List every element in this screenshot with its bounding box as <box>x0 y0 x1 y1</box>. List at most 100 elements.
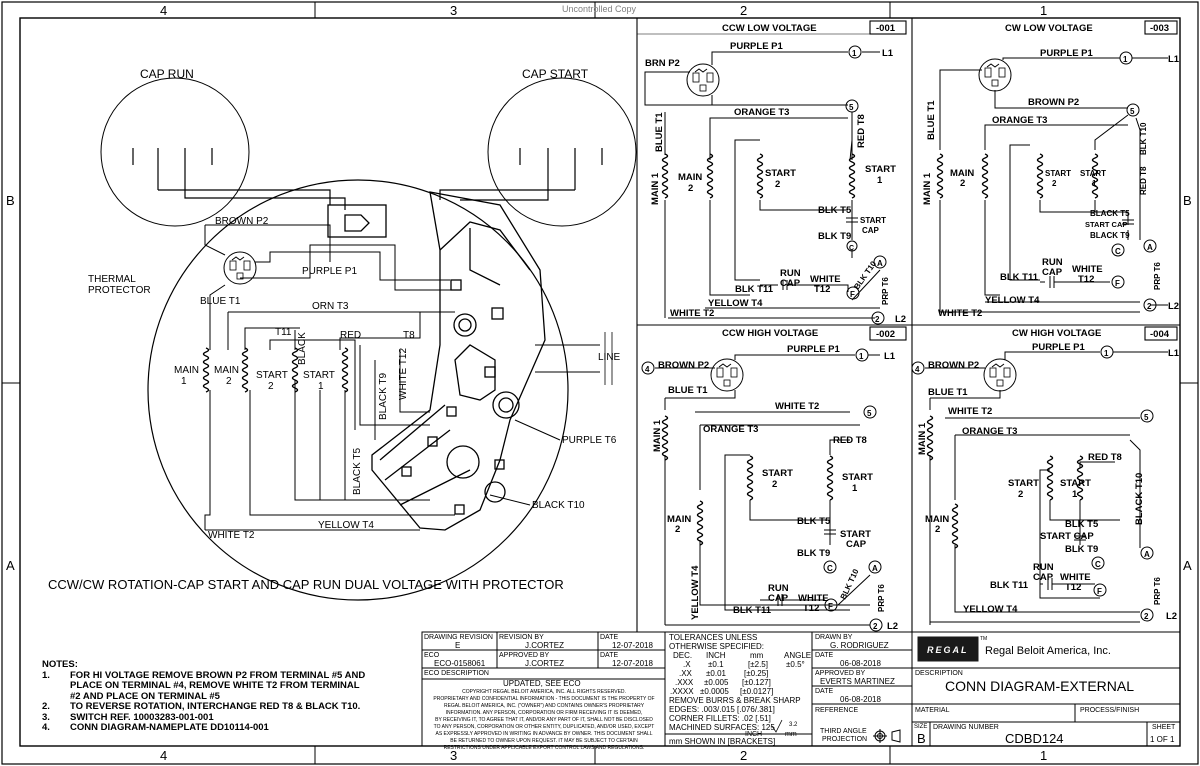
p003-run-cap-b: CAP <box>1042 267 1063 278</box>
drawn-date-label: DATE <box>815 652 834 659</box>
p004-main2-b: 2 <box>935 524 940 535</box>
p002-prp-t6: PRP T6 <box>877 584 886 612</box>
tol-row-1-mm: [±2.5] <box>748 660 768 669</box>
eco-value: ECO-0158061 <box>434 659 486 668</box>
p002-main2-b: 2 <box>675 524 680 535</box>
p002-l1: L1 <box>884 351 896 362</box>
black-label: BLACK <box>297 332 308 365</box>
note-4-line-1: CONN DIAGRAM-NAMEPLATE DD10114-001 <box>70 722 269 733</box>
drawn-by-value: G. RODRIGUEZ <box>830 641 889 650</box>
approved-date-label: DATE <box>600 652 619 659</box>
main1-label-b: 1 <box>181 376 187 387</box>
p003-main2-a: MAIN <box>950 168 974 179</box>
p004-run-cap-b: CAP <box>1033 572 1054 583</box>
copyright-line-1: COPYRIGHT REGAL BELOIT AMERICA, INC. ALL… <box>462 689 626 695</box>
title-block-grid <box>421 631 1181 747</box>
p001-main1: MAIN 1 <box>650 172 661 205</box>
note-1-line-3: #2 AND PLACE ON TERMINAL #5 <box>70 690 220 702</box>
logo-text: REGAL <box>927 645 969 655</box>
p002-brown-p2: BROWN P2 <box>658 360 709 371</box>
p003-blk-t11: BLK T11 <box>1000 272 1039 283</box>
watermark: Uncontrolled Copy <box>562 4 637 14</box>
cap-run-label: CAP RUN <box>140 67 194 81</box>
p002-blk-t9: BLK T9 <box>797 548 830 559</box>
t8-label: T8 <box>403 330 415 341</box>
blue-t1-label: BLUE T1 <box>200 296 241 307</box>
note-3-line-1: SWITCH REF. 10003283-001-001 <box>70 711 214 723</box>
zone-top-2: 2 <box>740 3 747 18</box>
p002-tf: F <box>828 602 833 611</box>
p001-white-t12-a: WHITE <box>810 274 841 285</box>
p002-start2-b: 2 <box>772 479 777 490</box>
p001-white-t2: WHITE T2 <box>670 308 714 319</box>
p003-start-cap: START CAP <box>1085 220 1127 229</box>
start2-label-a: START <box>256 370 288 381</box>
p002-blk-t11: BLK T11 <box>733 605 772 616</box>
p003-prp-t6: PRP T6 <box>1153 262 1162 290</box>
p002-t4: 4 <box>645 365 650 374</box>
p004-prp-t6: PRP T6 <box>1153 577 1162 605</box>
switch-block <box>327 191 546 531</box>
start1-label-a: START <box>303 370 335 381</box>
tol-angle-value: ±0.5° <box>786 660 805 669</box>
p002-start-cap-a: START <box>840 529 871 540</box>
p004-blk-t9: BLK T9 <box>1065 544 1098 555</box>
zone-top-4: 4 <box>160 3 167 18</box>
drawing-revision-label: DRAWING REVISION <box>424 634 493 641</box>
p003-orange-t3: ORANGE T3 <box>992 115 1047 126</box>
p001-main2-b: 2 <box>688 183 693 194</box>
p001-tf: F <box>850 290 855 299</box>
note-1-line-2: PLACE ON TERMINAL #4, REMOVE WHITE T2 FR… <box>70 680 360 691</box>
approved-by2-value: EVERTS MARTINEZ <box>820 677 895 686</box>
p002-code: -002 <box>876 329 895 340</box>
purple-t6-label: PURPLE T6 <box>562 435 617 446</box>
tol-row-2-inch: ±0.01 <box>706 669 726 678</box>
p003-code: -003 <box>1150 23 1169 34</box>
p003-start1-b: 1 <box>1092 179 1097 188</box>
mm-shown: mm SHOWN IN [BRACKETS] <box>669 737 776 746</box>
copyright-block: COPYRIGHT REGAL BELOIT AMERICA, INC. ALL… <box>430 689 658 752</box>
p001-start2-b: 2 <box>775 179 780 190</box>
size-value: B <box>917 731 926 746</box>
p003-black-t5: BLACK T5 <box>1090 209 1130 218</box>
p004-white-t12-a: WHITE <box>1060 572 1091 583</box>
size-label: SIZE <box>914 724 928 730</box>
tolerances-label-2: OTHERWISE SPECIFIED: <box>669 642 764 651</box>
p002-orange-t3: ORANGE T3 <box>703 424 758 435</box>
p002-blk-t10: BLK T10 <box>839 567 861 601</box>
company-name: Regal Beloit America, Inc. <box>985 645 1111 657</box>
p004-t1: 1 <box>1104 349 1109 358</box>
p001-blk-t5: BLK T5 <box>818 205 852 216</box>
p001-start1-a: START <box>865 164 896 175</box>
tolerances-label-1: TOLERANCES UNLESS <box>669 633 758 642</box>
p001-prp-t6: PRP T6 <box>881 277 890 305</box>
revision-date-label: DATE <box>600 634 619 641</box>
p003-start2-b: 2 <box>1052 179 1057 188</box>
p004-purple-p1: PURPLE P1 <box>1032 342 1086 353</box>
zone-bottom-3: 3 <box>450 748 457 763</box>
p003-main2-b: 2 <box>960 178 965 189</box>
zone-right-a: A <box>1183 558 1192 573</box>
p004-start1-b: 1 <box>1072 489 1078 500</box>
zone-bottom-2: 2 <box>740 748 747 763</box>
purple-p1-label: PURPLE P1 <box>302 266 357 277</box>
p003-white-t12-b: T12 <box>1078 274 1094 285</box>
black-t9-label: BLACK T9 <box>378 373 389 420</box>
p001-t1: 1 <box>852 49 857 58</box>
drawn-date-value: 06-08-2018 <box>840 659 881 668</box>
p002-white-t12-b: T12 <box>803 603 819 614</box>
zone-top-1: 1 <box>1040 3 1047 18</box>
yellow-t4-label: YELLOW T4 <box>318 520 374 531</box>
drawn-by-label: DRAWN BY <box>815 634 853 641</box>
revision-date-value: 12-07-2018 <box>612 641 653 650</box>
p001-t2: 2 <box>875 315 880 324</box>
p002-purple-p1: PURPLE P1 <box>787 344 841 355</box>
panel-ccw-high: CCW HIGH VOLTAGE -002 4 1 <box>641 328 898 632</box>
thermal-protector-label-1: THERMAL <box>88 274 136 285</box>
p002-tc: C <box>827 564 833 573</box>
p004-t4: 4 <box>915 365 920 374</box>
white-t2-label: WHITE T2 <box>208 530 255 541</box>
p004-start-cap: START CAP <box>1040 531 1094 542</box>
p002-red-t8: RED T8 <box>833 435 867 446</box>
sheet-label: SHEET <box>1152 724 1176 731</box>
